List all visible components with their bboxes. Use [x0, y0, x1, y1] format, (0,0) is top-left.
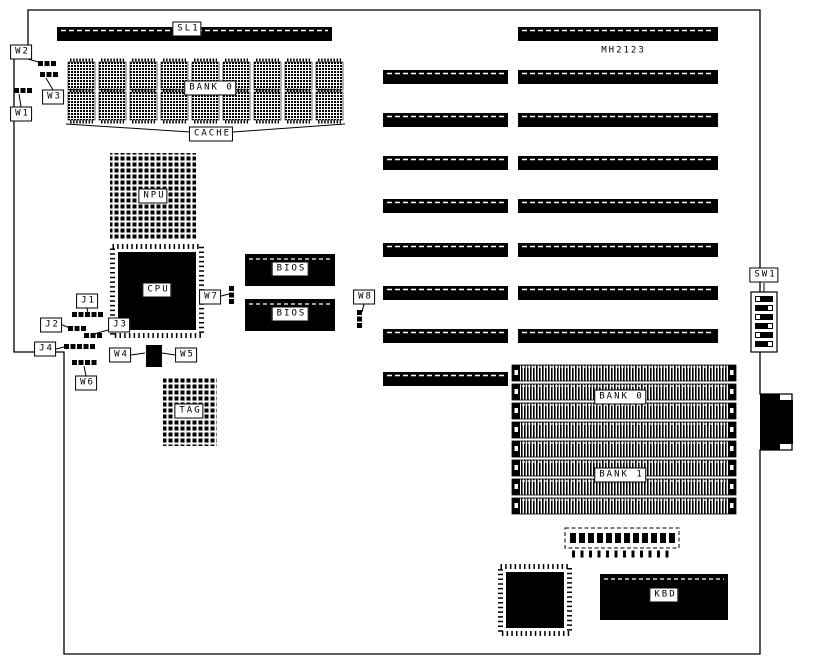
- dram-chip: [128, 88, 159, 124]
- jumper-w3: [40, 72, 58, 77]
- jumper-w3-label: W3: [42, 89, 64, 105]
- expansion-slot-right-4: [517, 155, 719, 171]
- pin-connector: [564, 527, 680, 558]
- jumper-w7: [229, 286, 234, 304]
- dram-chip: [283, 88, 314, 124]
- connector-j2-label: J2: [40, 317, 62, 333]
- jumper-w1-label: W1: [10, 106, 32, 122]
- memory-bank1-label: BANK 1: [594, 467, 646, 483]
- cache-bank0-label: BANK 0: [184, 80, 236, 96]
- jumper-w7-label: W7: [199, 289, 221, 305]
- dram-chip: [66, 88, 97, 124]
- slot-sl1-label: SL1: [172, 21, 202, 37]
- expansion-slot-right-8: [517, 328, 719, 344]
- expansion-slot-left-6: [382, 285, 509, 301]
- connector-j1-label: J1: [76, 293, 98, 309]
- dram-chip: [252, 88, 283, 124]
- simm-socket: [511, 402, 737, 420]
- expansion-slot-left-7: [382, 328, 509, 344]
- expansion-slot-right-2: [517, 69, 719, 85]
- connector-j3-label: J3: [108, 317, 130, 333]
- cpu-label: CPU: [142, 282, 172, 298]
- cache-label: CACHE: [188, 126, 234, 142]
- tag-label: TAG: [174, 403, 204, 419]
- connector-j4-label: J4: [34, 341, 56, 357]
- keyboard-connector: [760, 394, 793, 450]
- bios-bottom-label: BIOS: [271, 306, 309, 322]
- qfp-chip: [498, 564, 572, 636]
- board-model-label: MH2123: [601, 45, 646, 56]
- expansion-slots: [382, 26, 719, 387]
- jumper-w6-label: W6: [75, 375, 97, 391]
- dram-chip: [66, 58, 97, 94]
- jumper-w4-w5-block: [146, 345, 162, 367]
- simm-socket: [511, 497, 737, 515]
- bios-top-label: BIOS: [271, 261, 309, 277]
- memory-bank0-label: BANK 0: [594, 389, 646, 405]
- expansion-slot-right-7: [517, 285, 719, 301]
- dip-switch-sw1: [750, 291, 778, 353]
- dram-chip: [314, 58, 345, 94]
- jumper-w8-label: W8: [353, 289, 375, 305]
- dram-chip: [97, 88, 128, 124]
- expansion-slot-left-2: [382, 112, 509, 128]
- expansion-slot-left-4: [382, 198, 509, 214]
- npu-label: NPU: [138, 188, 168, 204]
- expansion-slot-left-8: [382, 371, 509, 387]
- switch-sw1-label: SW1: [749, 267, 779, 283]
- kbd-label: KBD: [649, 587, 679, 603]
- simm-socket: [511, 364, 737, 382]
- dram-chip: [314, 88, 345, 124]
- dram-chip: [128, 58, 159, 94]
- expansion-slot-left-5: [382, 242, 509, 258]
- jumpers: [14, 61, 362, 367]
- header-j2: [68, 326, 86, 331]
- expansion-slot-left-1: [382, 69, 509, 85]
- header-j3: [84, 333, 102, 338]
- jumper-w1: [14, 88, 32, 93]
- jumper-w4-label: W4: [109, 347, 131, 363]
- expansion-slot-left-3: [382, 155, 509, 171]
- memory-simm-sockets: [511, 364, 737, 515]
- dram-chip: [283, 58, 314, 94]
- expansion-slot-right-6: [517, 242, 719, 258]
- dram-chip: [97, 58, 128, 94]
- jumper-w8: [357, 310, 362, 328]
- header-w6: [72, 360, 97, 365]
- jumper-w2: [38, 61, 56, 66]
- jumper-w5-label: W5: [175, 347, 197, 363]
- header-j1: [72, 312, 103, 317]
- expansion-slot-right-1: [517, 26, 719, 42]
- jumper-w2-label: W2: [10, 44, 32, 60]
- simm-socket: [511, 421, 737, 439]
- expansion-slot-right-5: [517, 198, 719, 214]
- simm-socket: [511, 440, 737, 458]
- expansion-slot-right-3: [517, 112, 719, 128]
- header-j4: [64, 344, 95, 349]
- dram-chip: [252, 58, 283, 94]
